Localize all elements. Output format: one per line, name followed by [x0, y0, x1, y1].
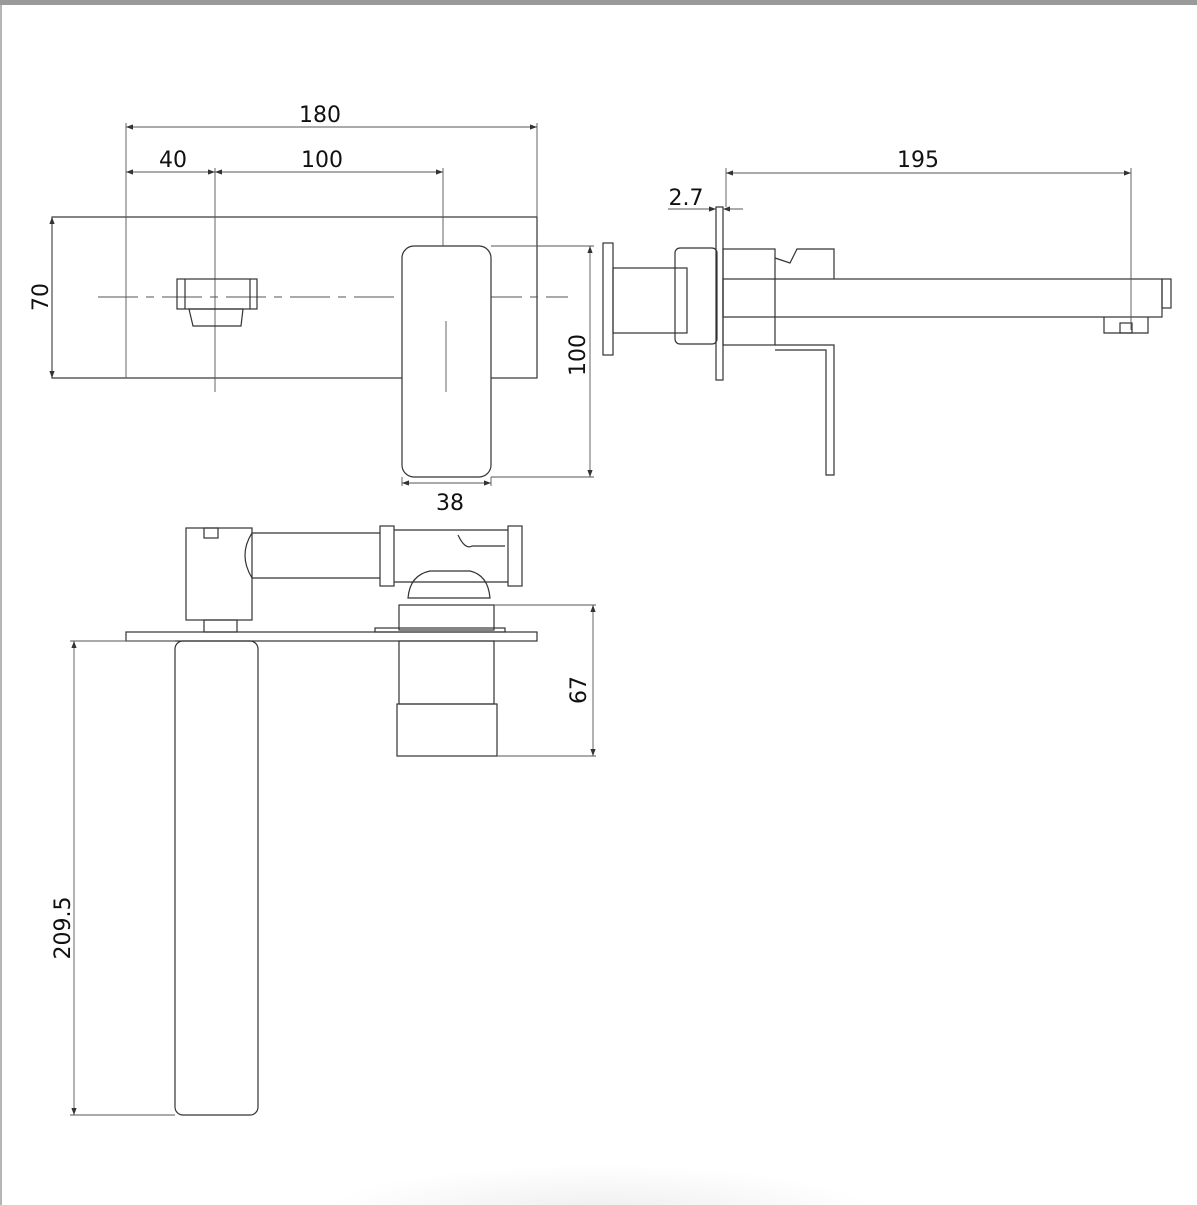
- label-67: 67: [567, 676, 592, 704]
- spout-top: [174, 640, 259, 1116]
- left-frame-border: [0, 5, 2, 1205]
- handle-front: [401, 245, 492, 478]
- background-smudge: [325, 1165, 875, 1205]
- connecting-pipe: [244, 532, 380, 579]
- spout-body: [185, 527, 253, 621]
- label-70: 70: [29, 283, 54, 311]
- label-209-5: 209.5: [51, 897, 76, 960]
- label-2-7: 2.7: [669, 186, 704, 211]
- valve-cap: [407, 570, 491, 599]
- label-40: 40: [159, 148, 187, 173]
- top-frame-bar: [0, 0, 1197, 5]
- label-180: 180: [299, 103, 341, 128]
- top-view: 67 209.5: [51, 525, 596, 1116]
- label-38: 38: [436, 491, 464, 516]
- label-100-handle: 100: [566, 334, 591, 376]
- label-195: 195: [897, 148, 939, 173]
- mounting-plate: [125, 631, 538, 642]
- front-view: 180 40 100 70 100 38: [29, 103, 594, 516]
- side-view: 195 2.7: [602, 148, 1172, 476]
- handle-side: [774, 248, 835, 279]
- label-100-centers: 100: [301, 148, 343, 173]
- aerator: [188, 308, 244, 327]
- spout-outlet: [176, 278, 258, 310]
- spout-side: [722, 278, 1163, 318]
- valve-body: [398, 640, 495, 705]
